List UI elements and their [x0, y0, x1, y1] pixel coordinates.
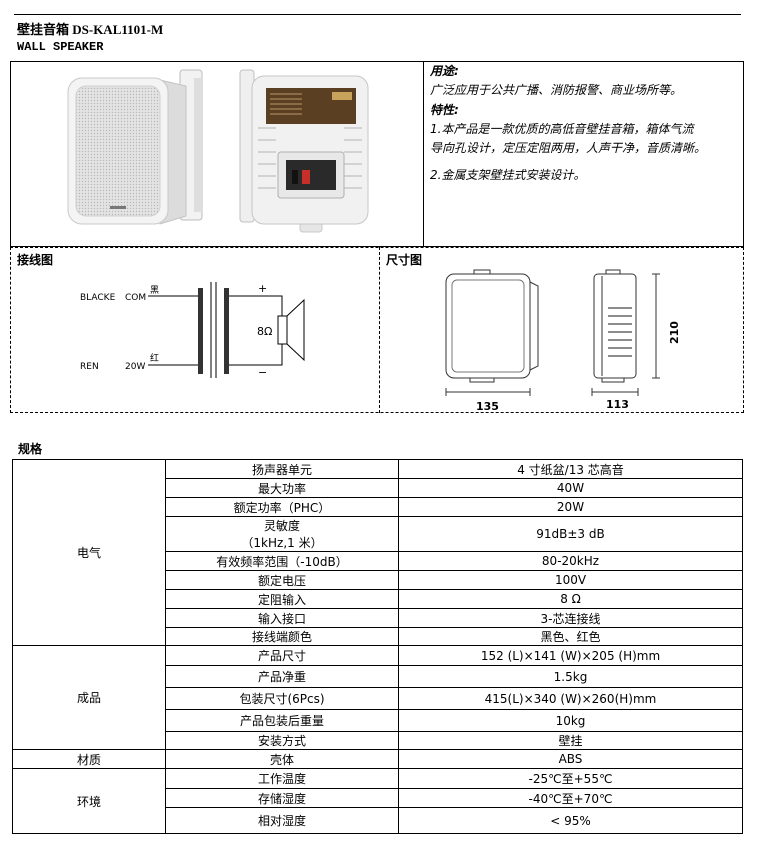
spec-value: 80-20kHz: [398, 551, 743, 571]
side-view-ribs: [608, 307, 632, 357]
secondary-lead-bottom: [229, 344, 283, 366]
table-row: 材质 壳体 ABS: [12, 749, 743, 769]
depth-value: 113: [606, 398, 629, 411]
feature-1-line-1: 1.本产品是一款优质的高低音壁挂音箱，箱体气流: [430, 122, 694, 136]
wiring-tap-com: COM: [125, 293, 146, 303]
spec-name: 壳体: [165, 749, 399, 769]
spec-value: 3-芯连接线: [398, 608, 743, 628]
table-row: 安装方式 壁挂: [13, 731, 743, 750]
wiring-diagram: BLACKE REN COM 20W 黑 红 + − 8Ω: [80, 282, 305, 379]
dimension-drawing: 135 113 210: [445, 269, 681, 412]
table-row: 产品净重 1.5kg: [13, 665, 743, 688]
spec-name: 工作温度: [165, 768, 399, 789]
feature-1-line-2: 导向孔设计，定压定阻两用，人声干净，音质清晰。: [430, 141, 707, 155]
wiring-minus: −: [258, 366, 267, 379]
spec-name: 定阻输入: [165, 589, 399, 609]
spec-name: 产品包装后重量: [165, 709, 399, 732]
transformer-secondary-coil: [224, 288, 229, 374]
width-value: 135: [476, 400, 499, 412]
usage-block: 用途: 广泛应用于公共广播、消防报警、商业场所等。 特性: 1.本产品是一款优质…: [430, 62, 742, 185]
wiring-plus: +: [258, 282, 267, 295]
transformer-primary-coil: [198, 288, 203, 374]
spec-name: 额定电压: [165, 570, 399, 590]
spec-name-line-2: （1kHz,1 米）: [241, 536, 323, 550]
height-value: 210: [668, 321, 681, 344]
table-row: 存储湿度 -40℃至+70℃: [13, 788, 743, 808]
wiring-wire-black: 黑: [150, 285, 159, 296]
overview-divider: [423, 61, 424, 247]
header-rule: [14, 14, 741, 15]
table-row: 灵敏度 （1kHz,1 米） 91dB±3 dB: [13, 516, 743, 552]
wiring-wire-red: 红: [150, 352, 159, 364]
feature-2: 2.金属支架壁挂式安装设计。: [430, 168, 586, 182]
spec-name: 安装方式: [165, 731, 399, 750]
wiring-impedance: 8Ω: [257, 325, 272, 338]
spec-value: 1.5kg: [398, 665, 743, 688]
overview-panel: [10, 61, 744, 247]
diagram-divider: [379, 247, 380, 413]
spec-value: 黑色、红色: [398, 627, 743, 646]
spec-name: 存储湿度: [165, 788, 399, 808]
table-row: 电气 扬声器单元 4 寸纸盆/13 芯高音: [12, 459, 743, 646]
spec-value: 壁挂: [398, 731, 743, 750]
spec-table: 电气 扬声器单元 4 寸纸盆/13 芯高音 最大功率 40W 额定功率（PHC）…: [12, 459, 743, 834]
secondary-lead-top: [229, 295, 283, 316]
spec-value: 40W: [398, 478, 743, 498]
spec-value: 152 (L)×141 (W)×205 (H)mm: [398, 645, 743, 666]
features-heading: 特性:: [430, 103, 459, 117]
speaker-back-photo: [239, 69, 369, 233]
table-row: 包装尺寸(6Pcs) 415(L)×340 (W)×260(H)mm: [13, 687, 743, 710]
usage-text: 广泛应用于公共广播、消防报警、商业场所等。: [430, 83, 683, 97]
spec-group-product: 成品: [12, 645, 166, 750]
spec-group-material: 材质: [12, 749, 166, 769]
spec-name: 扬声器单元: [165, 459, 399, 479]
spec-name: 输入接口: [165, 608, 399, 628]
spec-name: 额定功率（PHC）: [165, 497, 399, 517]
spec-name: 接线端颜色: [165, 627, 399, 646]
spec-name: 灵敏度 （1kHz,1 米）: [165, 516, 399, 552]
spec-value: 8 Ω: [398, 589, 743, 609]
wiring-left-top: BLACKE: [80, 293, 116, 303]
spec-title: 规格: [18, 442, 43, 456]
spec-value: 20W: [398, 497, 743, 517]
spec-name: 包装尺寸(6Pcs): [165, 687, 399, 710]
speaker-cone-icon: [286, 298, 305, 362]
spec-value: 10kg: [398, 709, 743, 732]
table-row: 成品 产品尺寸 152 (L)×141 (W)×205 (H)mm: [12, 645, 743, 750]
table-row: 产品包装后重量 10kg: [13, 709, 743, 732]
front-view-grill: [451, 279, 525, 373]
dimension-label: 尺寸图: [386, 253, 423, 267]
spec-name: 最大功率: [165, 478, 399, 498]
spec-value: -25℃至+55℃: [398, 768, 743, 789]
side-view-body: [593, 273, 637, 379]
speaker-front-photo: [67, 69, 203, 225]
spec-group-environment: 环境: [12, 768, 166, 834]
spec-name: 有效频率范围（-10dB）: [165, 551, 399, 571]
spec-value: 4 寸纸盆/13 芯高音: [398, 459, 743, 479]
spec-name-line-1: 灵敏度: [263, 519, 300, 533]
spec-value: 415(L)×340 (W)×260(H)mm: [398, 687, 743, 710]
table-row: 额定功率（PHC） 20W: [13, 497, 743, 517]
spec-name: 产品净重: [165, 665, 399, 688]
wiring-tap-20w: 20W: [125, 362, 145, 372]
wiring-label: 接线图: [17, 253, 54, 267]
table-row: 环境 工作温度 -25℃至+55℃: [12, 768, 743, 834]
speaker-magnet: [277, 315, 288, 345]
spec-value: 100V: [398, 570, 743, 590]
usage-heading: 用途:: [430, 64, 459, 78]
spec-value: -40℃至+70℃: [398, 788, 743, 808]
spec-group-electrical: 电气: [12, 459, 166, 646]
spec-value: < 95%: [398, 807, 743, 834]
spec-name: 相对湿度: [165, 807, 399, 834]
wiring-left-bottom: REN: [80, 362, 99, 372]
diagram-panel: [10, 247, 744, 413]
front-view-body: [445, 273, 531, 379]
spec-value: ABS: [398, 749, 743, 769]
product-title: 壁挂音箱 DS-KAL1101-M: [17, 22, 164, 37]
spec-name: 产品尺寸: [165, 645, 399, 666]
spec-value: 91dB±3 dB: [398, 516, 743, 552]
front-view-side: [529, 281, 539, 371]
table-row: 相对湿度 < 95%: [13, 807, 743, 834]
product-subtitle: WALL SPEAKER: [17, 40, 104, 54]
